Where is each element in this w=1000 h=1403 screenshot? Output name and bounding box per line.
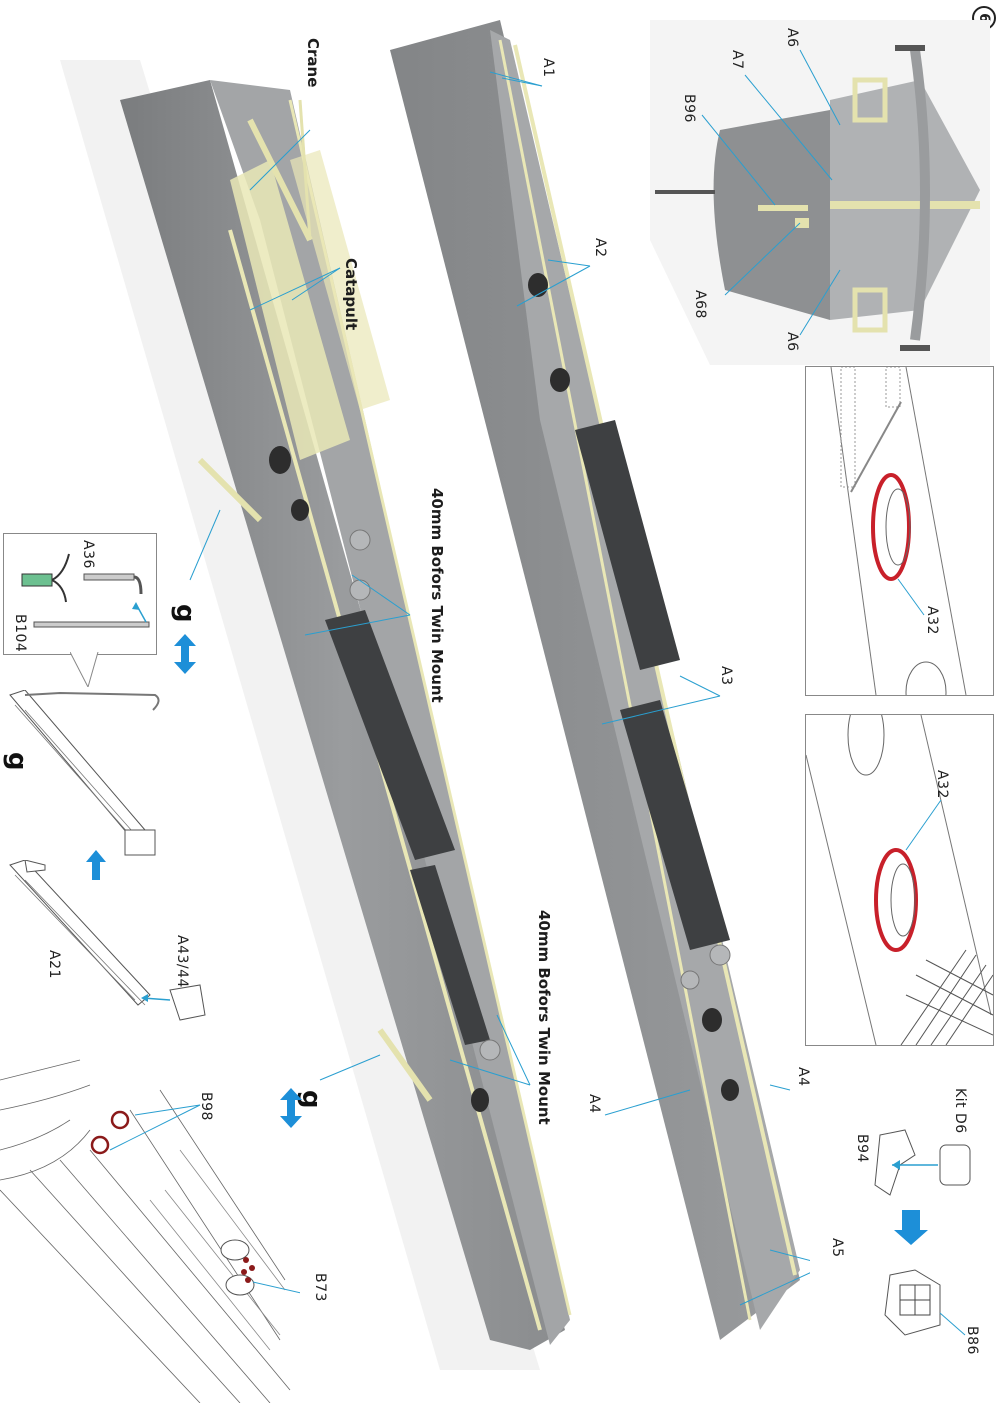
stern-label-a68: A68 [692, 290, 708, 319]
second-hull-render [390, 20, 810, 1340]
part-label-a1: A1 [540, 58, 556, 78]
down-arrow-icon [894, 1210, 928, 1245]
part-label-b104: B104 [12, 614, 28, 653]
part-label-b73: B73 [312, 1273, 328, 1302]
porthole-label-a32-1: A32 [924, 606, 940, 635]
part-label-a5: A5 [829, 1238, 845, 1258]
part-label-a43-44: A43/44 [174, 935, 190, 988]
porthole-label-a32-2: A32 [934, 770, 950, 799]
double-arrow-icon [174, 634, 196, 674]
stern-view-render [650, 20, 990, 365]
porthole-detail-inset-1 [805, 366, 994, 696]
double-arrow-icon [280, 1088, 302, 1128]
part-label-a36: A36 [80, 540, 96, 569]
part-label-b98: B98 [198, 1092, 214, 1121]
part-label-a21: A21 [46, 950, 62, 979]
stern-label-b96: B96 [681, 94, 697, 123]
deck-detail-line-art [0, 1059, 300, 1403]
up-arrow-icon [86, 850, 106, 880]
porthole-detail-inset-2 [805, 714, 994, 1046]
catapult-label: Catapult [342, 258, 360, 331]
main-hull-render [60, 60, 572, 1370]
stern-label-a6-top: A6 [784, 28, 800, 48]
part-label-a4-left: A4 [586, 1094, 602, 1114]
part-label-a4-right: A4 [795, 1067, 811, 1087]
crane-label: Crane [304, 38, 322, 88]
ladder-assembled [9, 690, 160, 856]
ladder-parts [9, 860, 206, 1021]
stern-label-a7: A7 [729, 50, 745, 70]
part-label-b94: B94 [854, 1134, 870, 1163]
crane-line-art [21, 553, 150, 628]
stern-label-a6-bottom: A6 [784, 332, 800, 352]
part-label-b86: B86 [964, 1326, 980, 1355]
callout-pointer [70, 652, 99, 687]
part-label-a3: A3 [718, 666, 734, 686]
porthole-line-art [806, 715, 993, 1045]
part-label-a2: A2 [592, 238, 608, 258]
rocket-launcher-parts [874, 1129, 971, 1336]
porthole-line-art [830, 367, 967, 695]
crane-part-detail-inset [3, 533, 157, 655]
g-marker-1: g [170, 604, 200, 623]
